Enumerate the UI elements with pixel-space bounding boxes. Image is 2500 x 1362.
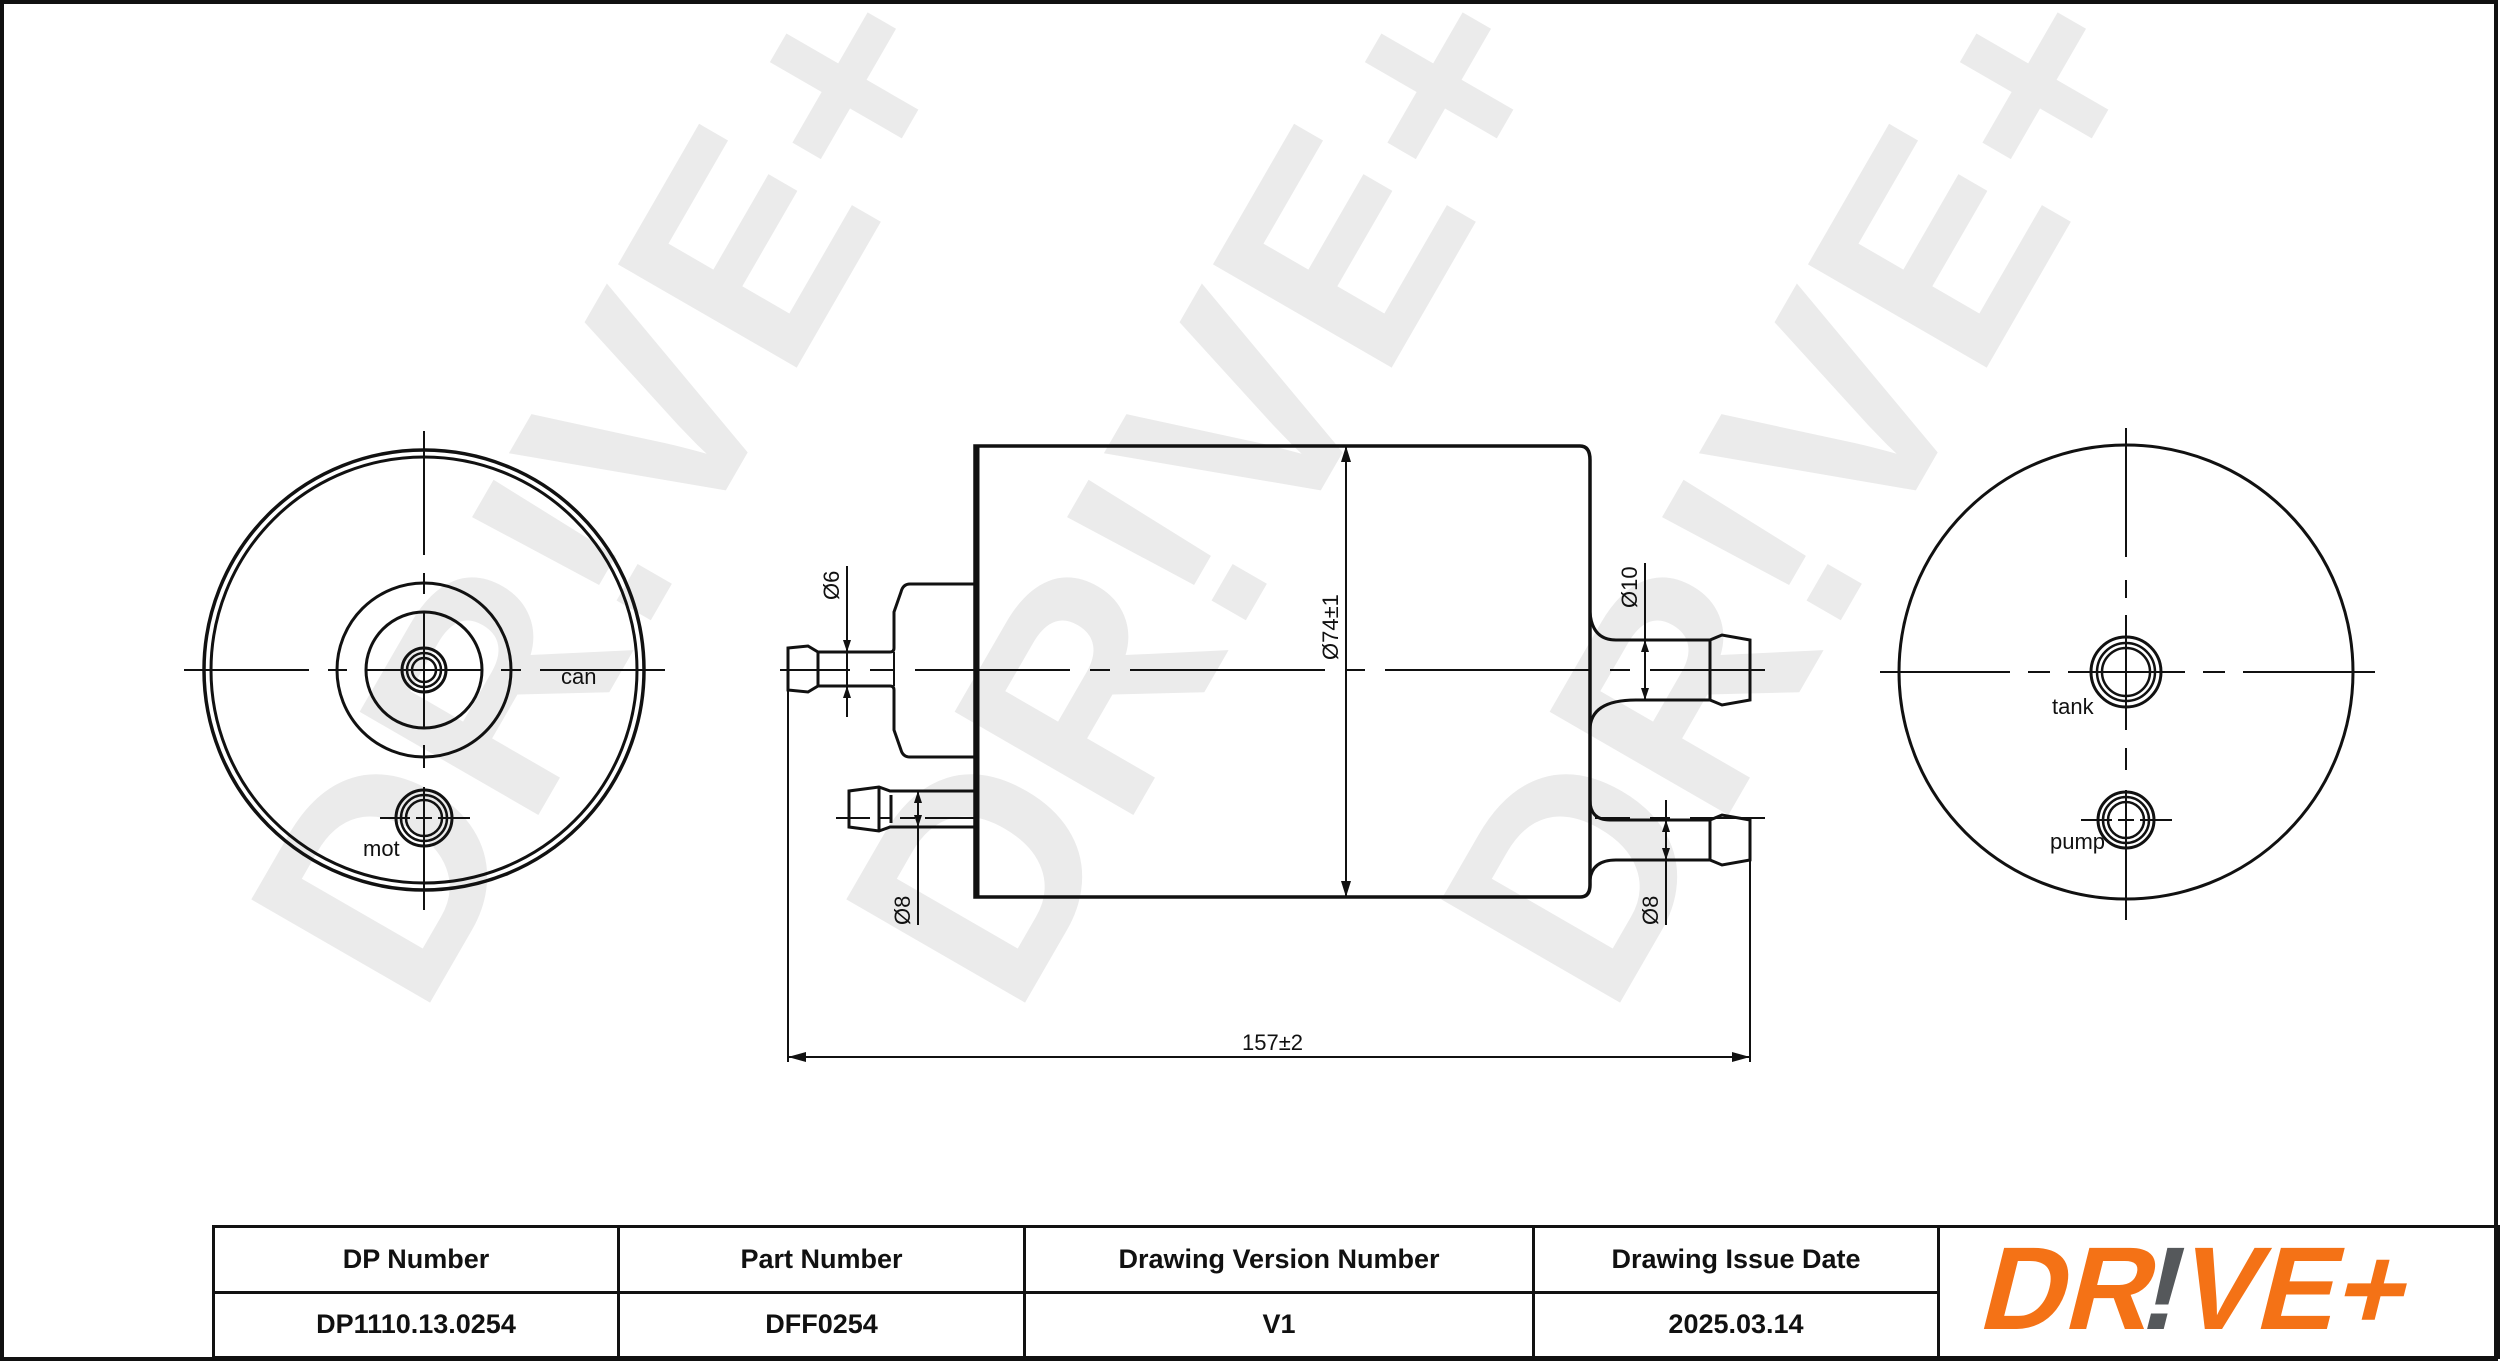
drive-logo-mark: DR ! VE+ <box>1969 1237 2426 1347</box>
logo-text-dr: DR <box>1969 1237 2172 1347</box>
header-drawing-issue-date: Drawing Issue Date <box>1532 1225 1940 1294</box>
dim-outlet-right-bottom: Ø8 <box>1638 896 1663 925</box>
left-centerlines <box>184 431 665 910</box>
dim-outlet-right-top: Ø10 <box>1617 566 1642 608</box>
label-pump: pump <box>2050 829 2105 854</box>
value-drawing-version-number: V1 <box>1023 1290 1535 1359</box>
right-outlet-top <box>1588 611 1752 881</box>
label-tank: tank <box>2052 694 2095 719</box>
header-part-number: Part Number <box>617 1225 1026 1294</box>
left-outlet-port <box>847 785 975 833</box>
label-can: can <box>561 664 596 689</box>
logo-text-ve-plus: VE+ <box>2167 1237 2426 1347</box>
filter-body <box>973 444 1592 899</box>
title-block: DP Number Part Number Drawing Version Nu… <box>212 1225 2500 1359</box>
right-centerlines <box>1880 428 2375 920</box>
header-dp-number: DP Number <box>212 1225 620 1294</box>
right-end-view <box>1880 428 2375 920</box>
header-drawing-version-number: Drawing Version Number <box>1023 1225 1535 1294</box>
dim-body-diameter: Ø74±1 <box>1318 594 1343 660</box>
title-block-header-row: DP Number Part Number Drawing Version Nu… <box>212 1225 2500 1359</box>
dimension-arrows <box>788 446 1750 1062</box>
dim-inlet-left-top: Ø6 <box>819 571 844 600</box>
value-dp-number: DP1110.13.0254 <box>212 1290 620 1359</box>
dim-inlet-left-bottom: Ø8 <box>890 896 915 925</box>
dim-overall-length: 157±2 <box>1242 1030 1303 1055</box>
side-view <box>780 444 1765 1062</box>
side-centerlines <box>780 669 1765 819</box>
value-part-number: DFF0254 <box>617 1290 1026 1359</box>
watermark-group: DR!VE+ DR!VE+ DR!VE+ <box>184 0 2219 1052</box>
drive-logo: DR ! VE+ <box>1940 1228 2497 1356</box>
left-end-view <box>184 431 665 910</box>
logo-cell: DR ! VE+ <box>1937 1225 2500 1359</box>
label-mot: mot <box>363 836 400 861</box>
title-block-value-row: DP1110.13.0254 DFF0254 V1 2025.03.14 <box>212 1290 2499 1359</box>
value-drawing-issue-date: 2025.03.14 <box>1532 1290 1940 1359</box>
